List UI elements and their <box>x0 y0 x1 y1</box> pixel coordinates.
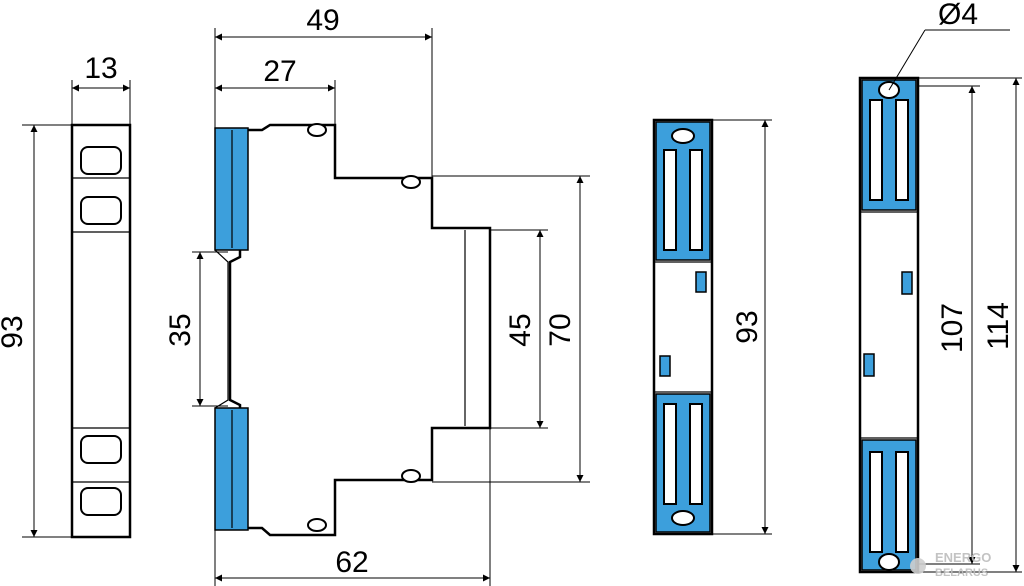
dim-93-right-label: 93 <box>731 310 764 343</box>
dim-49-label: 49 <box>306 4 339 37</box>
dimension-diameter-4: Ø4 <box>888 0 1010 91</box>
dimension-62: 62 <box>214 428 491 586</box>
terminal-slot <box>80 435 122 464</box>
screw-icon <box>307 518 327 532</box>
dimension-13: 13 <box>71 52 131 125</box>
watermark-logo: ENERGO BELARUS <box>910 550 991 579</box>
dim-114-label: 114 <box>982 302 1015 350</box>
mounting-hole-icon <box>878 553 900 571</box>
top-view <box>652 118 714 536</box>
dimension-49: 49 <box>214 4 433 178</box>
dim-13-label: 13 <box>84 52 117 85</box>
watermark-line2: BELARUS <box>935 567 988 579</box>
dim-70-label: 70 <box>544 313 577 346</box>
side-view <box>214 123 492 537</box>
dim-45-label: 45 <box>504 313 537 346</box>
terminal-slot <box>80 487 122 516</box>
screw-icon <box>401 175 421 189</box>
terminal-slot <box>80 196 122 225</box>
dimension-93-right: 93 <box>712 119 772 535</box>
dim-27-label: 27 <box>263 55 296 88</box>
dimension-70: 70 <box>432 175 590 483</box>
terminal-slot <box>80 146 122 175</box>
screw-icon <box>307 123 327 137</box>
dim-35-label: 35 <box>164 313 197 346</box>
dim-107-label: 107 <box>936 303 969 353</box>
dimension-35: 35 <box>164 251 228 407</box>
watermark-line1: ENERGO <box>935 550 991 565</box>
dimension-45: 45 <box>490 229 548 429</box>
dim-93-left-label: 93 <box>0 315 29 348</box>
bottom-view <box>858 76 920 574</box>
dim-d4-label: Ø4 <box>938 0 978 31</box>
dimension-114: 114 <box>918 77 1022 573</box>
screw-icon <box>401 469 421 483</box>
dimension-93-left: 93 <box>0 124 72 538</box>
front-view <box>70 123 132 539</box>
dim-62-label: 62 <box>335 546 368 579</box>
dimension-107: 107 <box>918 85 980 565</box>
dimension-27: 27 <box>215 55 336 125</box>
